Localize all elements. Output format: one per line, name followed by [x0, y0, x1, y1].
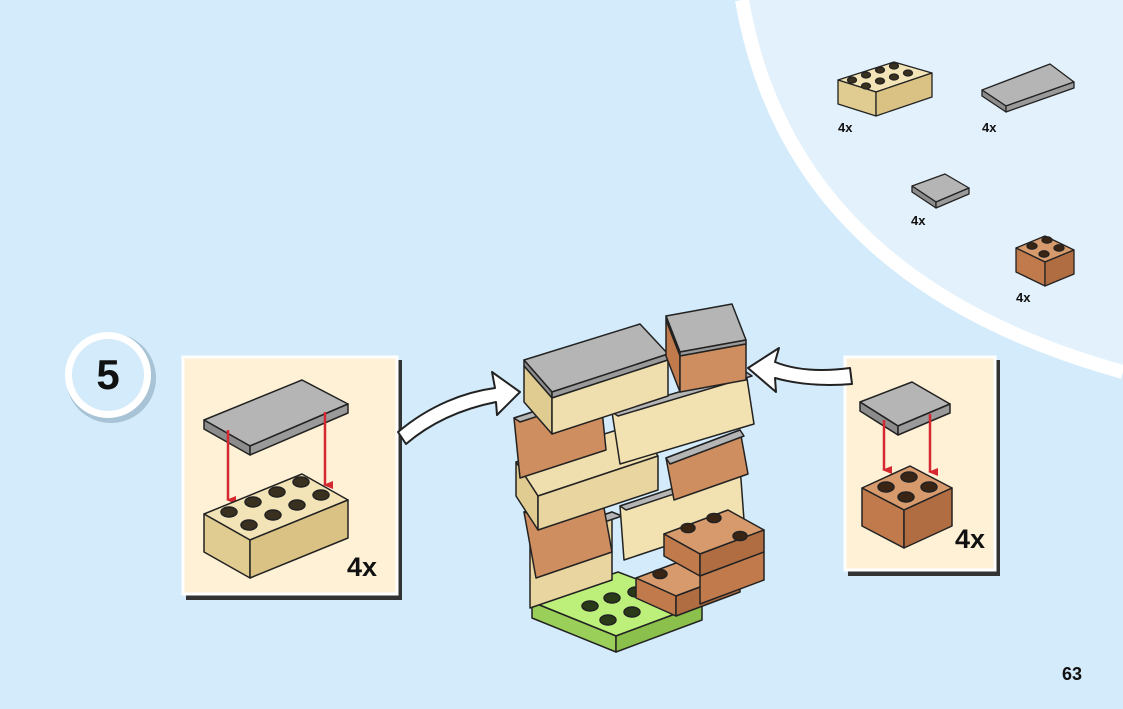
main-model [513, 303, 765, 653]
tan-brick-2x4-icon [837, 61, 933, 117]
parts-quantity-brown-brick: 4x [1016, 290, 1031, 305]
parts-quantity-gray-tile-2x2: 4x [911, 213, 926, 228]
brown-brick-2x2-icon [861, 465, 953, 549]
step-number: 5 [96, 351, 120, 398]
arrow-left-callout [397, 371, 521, 445]
tan-brick-2x4-icon [203, 473, 349, 579]
arrow-right-callout [747, 347, 853, 393]
parts-quantity-tan-brick: 4x [838, 120, 853, 135]
parts-quantity-gray-tile-2x4: 4x [982, 120, 997, 135]
callout-quantity-right: 4x [955, 524, 986, 554]
callout-panel-right [843, 355, 1000, 576]
brown-brick-2x2-icon [1015, 235, 1075, 287]
page-number: 63 [1062, 664, 1083, 684]
callout-quantity-left: 4x [347, 552, 378, 582]
callout-panel-left [181, 355, 402, 600]
gray-tile-2x4-icon [981, 63, 1075, 113]
gray-tile-2x2-icon [911, 173, 970, 209]
gray-tile-2x2-icon [859, 381, 951, 436]
